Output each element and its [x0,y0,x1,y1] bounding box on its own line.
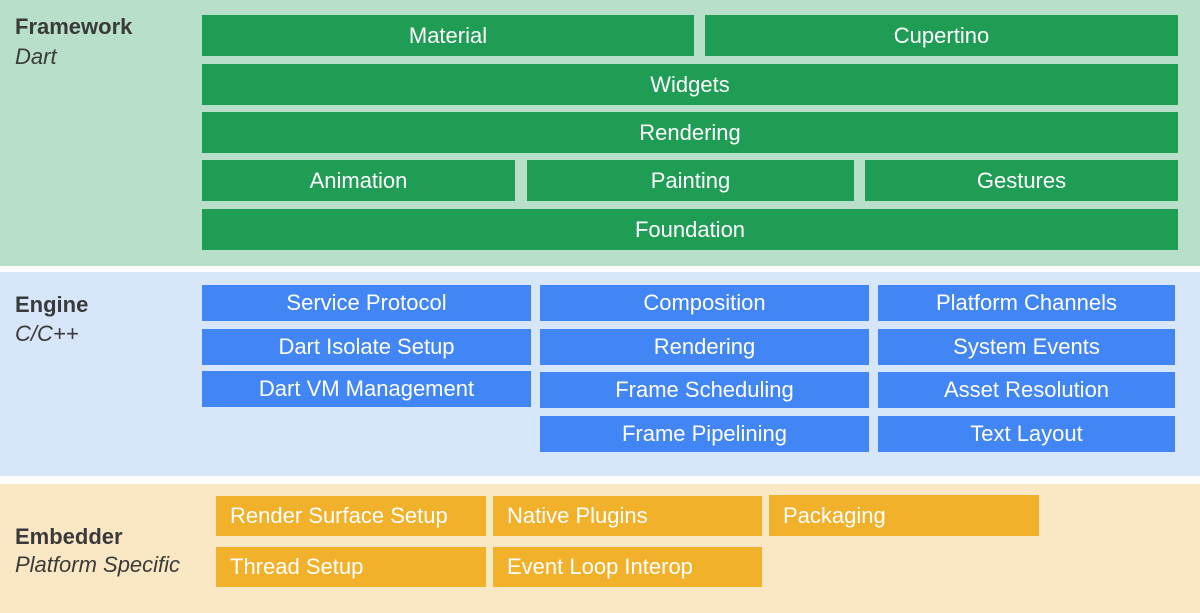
embedder-title: Embedder [15,524,123,549]
embedder-box-render-surface-setup: Render Surface Setup [216,496,486,536]
engine-box-rendering: Rendering [540,329,869,365]
engine-box-dart-vm-management: Dart VM Management [202,371,531,407]
engine-layer: Engine C/C++ Service Protocol Dart Isola… [0,272,1200,476]
framework-box-widgets: Widgets [202,64,1178,105]
embedder-box-event-loop-interop: Event Loop Interop [493,547,762,587]
engine-box-asset-resolution: Asset Resolution [878,372,1175,408]
engine-box-system-events: System Events [878,329,1175,365]
framework-title: Framework [15,14,133,39]
framework-box-cupertino: Cupertino [705,15,1178,56]
framework-subtitle: Dart [15,44,57,69]
framework-box-gestures: Gestures [865,160,1178,201]
engine-subtitle: C/C++ [15,321,79,346]
embedder-box-native-plugins: Native Plugins [493,496,762,536]
engine-box-service-protocol: Service Protocol [202,285,531,321]
engine-box-dart-isolate-setup: Dart Isolate Setup [202,329,531,365]
framework-box-painting: Painting [527,160,854,201]
engine-box-frame-scheduling: Frame Scheduling [540,372,869,408]
engine-title: Engine [15,292,89,317]
framework-box-animation: Animation [202,160,515,201]
embedder-box-packaging: Packaging [769,495,1039,536]
engine-box-platform-channels: Platform Channels [878,285,1175,321]
framework-layer: Framework Dart Material Cupertino Widget… [0,0,1200,266]
framework-box-material: Material [202,15,694,56]
embedder-layer: Embedder Platform Specific Render Surfac… [0,484,1200,613]
engine-box-text-layout: Text Layout [878,416,1175,452]
framework-box-foundation: Foundation [202,209,1178,250]
engine-box-composition: Composition [540,285,869,321]
embedder-box-thread-setup: Thread Setup [216,547,486,587]
framework-box-rendering: Rendering [202,112,1178,153]
embedder-subtitle: Platform Specific [15,552,181,577]
engine-box-frame-pipelining: Frame Pipelining [540,416,869,452]
